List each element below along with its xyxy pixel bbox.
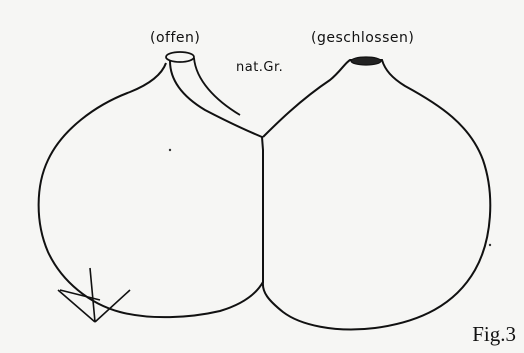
left-fruit-outline	[39, 61, 263, 317]
speck-1	[169, 149, 171, 151]
left-opening	[166, 52, 194, 62]
right-closed-cap	[351, 57, 381, 65]
bract-sketch	[58, 268, 130, 322]
speck-2	[489, 244, 491, 246]
label-open: (offen)	[150, 30, 200, 46]
label-closed: (geschlossen)	[311, 30, 414, 46]
right-fruit-outline	[263, 60, 490, 330]
label-natural-size: nat.Gr.	[236, 60, 283, 75]
figure-label: Fig.3	[472, 322, 516, 347]
